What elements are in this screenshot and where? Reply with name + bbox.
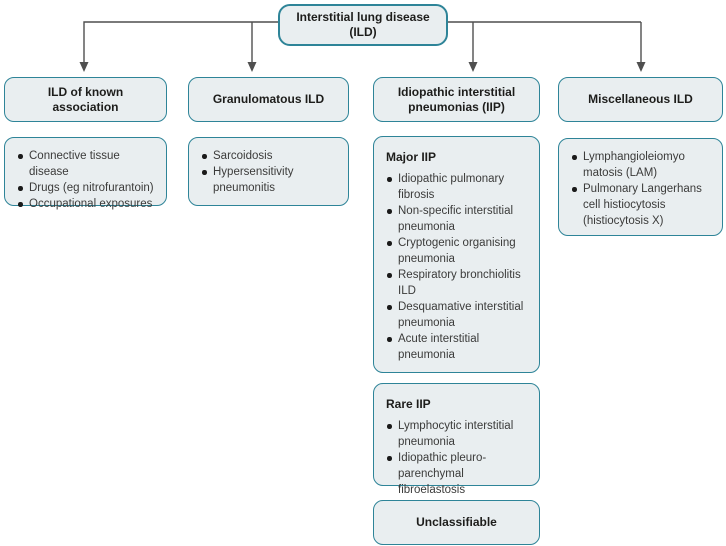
- header-granulomatous-ild: Granulomatous ILD: [188, 77, 349, 122]
- list-item: Drugs (eg nitrofurantoin): [17, 180, 158, 196]
- bullet-list: Lymphangioleiomyo matosis (LAM)Pulmonary…: [559, 139, 722, 237]
- list-item: Acute interstitial pneumonia: [386, 331, 531, 363]
- list-item: Hypersensitivity pneumonitis: [201, 164, 340, 196]
- list-item: Sarcoidosis: [201, 148, 340, 164]
- list-item: Pulmonary Langerhans cell histiocytosis …: [571, 181, 714, 229]
- list-item: Idiopathic pleuro-parenchymal fibroelast…: [386, 450, 531, 498]
- arrowhead-down-icon: [79, 62, 89, 72]
- header-miscellaneous-ild: Miscellaneous ILD: [558, 77, 723, 122]
- list-item: Non-specific interstitial pneumonia: [386, 203, 531, 235]
- header-idiopathic-interstitial-pneumonias: Idiopathic interstitial pneumonias (IIP): [373, 77, 540, 122]
- header-label: ILD of known association: [47, 84, 124, 114]
- list-item: Cryptogenic organising pneumonia: [386, 235, 531, 267]
- root-node-label: Interstitial lung disease (ILD): [296, 10, 430, 39]
- arrowhead-down-icon: [247, 62, 257, 72]
- arrowhead-down-icon: [636, 62, 646, 72]
- list-box-miscellaneous: Lymphangioleiomyo matosis (LAM)Pulmonary…: [558, 138, 723, 236]
- group-label: Rare IIP: [386, 397, 431, 411]
- header-label: Idiopathic interstitial pneumonias (IIP): [397, 84, 516, 114]
- root-node-ild: Interstitial lung disease (ILD): [278, 4, 448, 46]
- header-label: Granulomatous ILD: [212, 92, 325, 106]
- unclassifiable-label: Unclassifiable: [416, 515, 497, 529]
- box-unclassifiable: Unclassifiable: [373, 500, 540, 545]
- list-item: Occupational exposures: [17, 196, 158, 212]
- group-label: Major IIP: [386, 150, 437, 164]
- header-ild-known-association: ILD of known association: [4, 77, 167, 122]
- list-item: Lymphocytic interstitial pneumonia: [386, 418, 531, 450]
- list-item: Idiopathic pulmonary fibrosis: [386, 171, 531, 203]
- list-item: Respiratory bronchiolitis ILD: [386, 267, 531, 299]
- list-item: Desquamative interstitial pneumonia: [386, 299, 531, 331]
- group-box-rare-iip: Rare IIP Lymphocytic interstitial pneumo…: [373, 383, 540, 496]
- header-label: Miscellaneous ILD: [588, 92, 693, 106]
- list-item: Lymphangioleiomyo matosis (LAM): [571, 149, 714, 181]
- list-item: Connective tissue disease: [17, 148, 158, 180]
- arrowhead-down-icon: [468, 62, 478, 72]
